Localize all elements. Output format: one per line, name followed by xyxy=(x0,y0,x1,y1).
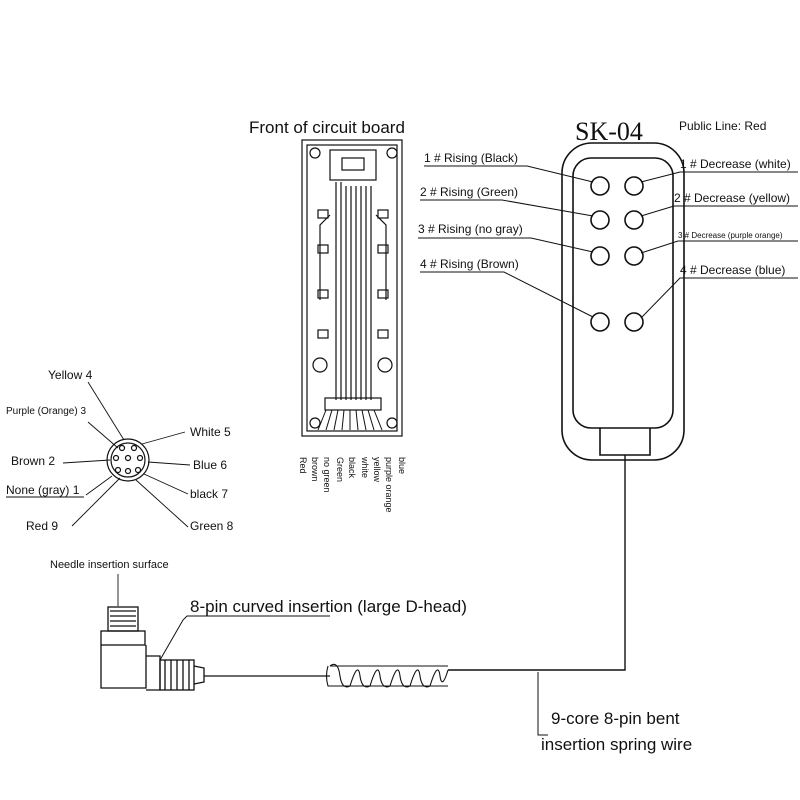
pin-label-brown-2: Brown 2 xyxy=(11,454,55,468)
button-3-decrease[interactable] xyxy=(624,246,644,266)
decrease-label-2: 2 # Decrease (yellow) xyxy=(674,191,790,205)
wire-label-red: Red xyxy=(298,457,308,474)
needle-surface-label: Needle insertion surface xyxy=(50,559,169,571)
pin-connector-face xyxy=(106,438,150,482)
pin-labels: Yellow 4 Purple (Orange) 3 Brown 2 None … xyxy=(6,368,234,533)
button-4-decrease[interactable] xyxy=(624,312,644,332)
pin-label-black-7: black 7 xyxy=(190,487,228,501)
pin-label-yellow-4: Yellow 4 xyxy=(48,368,93,382)
pin-label-red-9: Red 9 xyxy=(26,519,58,533)
board-title: Front of circuit board xyxy=(249,118,405,137)
pin-label-blue-6: Blue 6 xyxy=(193,458,227,472)
d-head-plug xyxy=(100,606,205,691)
rising-label-2: 2 # Rising (Green) xyxy=(420,185,518,199)
decrease-labels: 1 # Decrease (white) 2 # Decrease (yello… xyxy=(640,157,798,319)
wire-label-green: Green xyxy=(335,457,345,482)
button-3-rising[interactable] xyxy=(590,246,610,266)
remote-handset xyxy=(561,142,685,461)
button-1-rising[interactable] xyxy=(590,176,610,196)
connector-label: 8-pin curved insertion (large D-head) xyxy=(190,597,467,616)
wire-label-purple-orange: purple orange xyxy=(384,457,394,513)
wire-label-white: white xyxy=(360,456,370,478)
button-4-rising[interactable] xyxy=(590,312,610,332)
remote-cable xyxy=(448,455,626,671)
board-wire-labels: Red brown no green Green black white yel… xyxy=(298,456,407,513)
pin-leaders xyxy=(62,381,191,528)
rising-label-4: 4 # Rising (Brown) xyxy=(420,257,519,271)
remote-title: SK-04 xyxy=(575,117,643,146)
spring-coil xyxy=(325,663,449,688)
pin-label-white-5: White 5 xyxy=(190,425,231,439)
rising-label-1: 1 # Rising (Black) xyxy=(424,151,518,165)
button-2-rising[interactable] xyxy=(590,210,610,230)
rising-label-3: 3 # Rising (no gray) xyxy=(418,222,523,236)
decrease-label-4: 4 # Decrease (blue) xyxy=(680,263,785,277)
remote-buttons xyxy=(590,176,644,332)
decrease-label-3: 3 # Decrease (purple orange) xyxy=(678,231,783,240)
cable-leader xyxy=(537,672,548,736)
decrease-label-1: 1 # Decrease (white) xyxy=(680,157,791,171)
wire-label-blue: blue xyxy=(397,457,407,474)
wire-label-no-green: no green xyxy=(322,457,332,493)
pin-label-purple-3: Purple (Orange) 3 xyxy=(6,406,86,417)
pin-label-green-8: Green 8 xyxy=(190,519,234,533)
connector-leader xyxy=(159,615,330,661)
pin-label-none-1: None (gray) 1 xyxy=(6,483,80,497)
rising-labels: 1 # Rising (Black) 2 # Rising (Green) 3 … xyxy=(418,151,594,318)
wire-label-brown: brown xyxy=(310,457,320,482)
button-2-decrease[interactable] xyxy=(624,210,644,230)
public-line-label: Public Line: Red xyxy=(679,119,766,133)
board-wires xyxy=(317,409,383,431)
wire-label-black: black xyxy=(347,457,357,479)
wire-label-yellow: yellow xyxy=(372,457,382,483)
button-1-decrease[interactable] xyxy=(624,176,644,196)
cable-label-line-2: insertion spring wire xyxy=(541,735,692,754)
cable-label-line-1: 9-core 8-pin bent xyxy=(551,709,680,728)
circuit-board xyxy=(301,139,403,437)
